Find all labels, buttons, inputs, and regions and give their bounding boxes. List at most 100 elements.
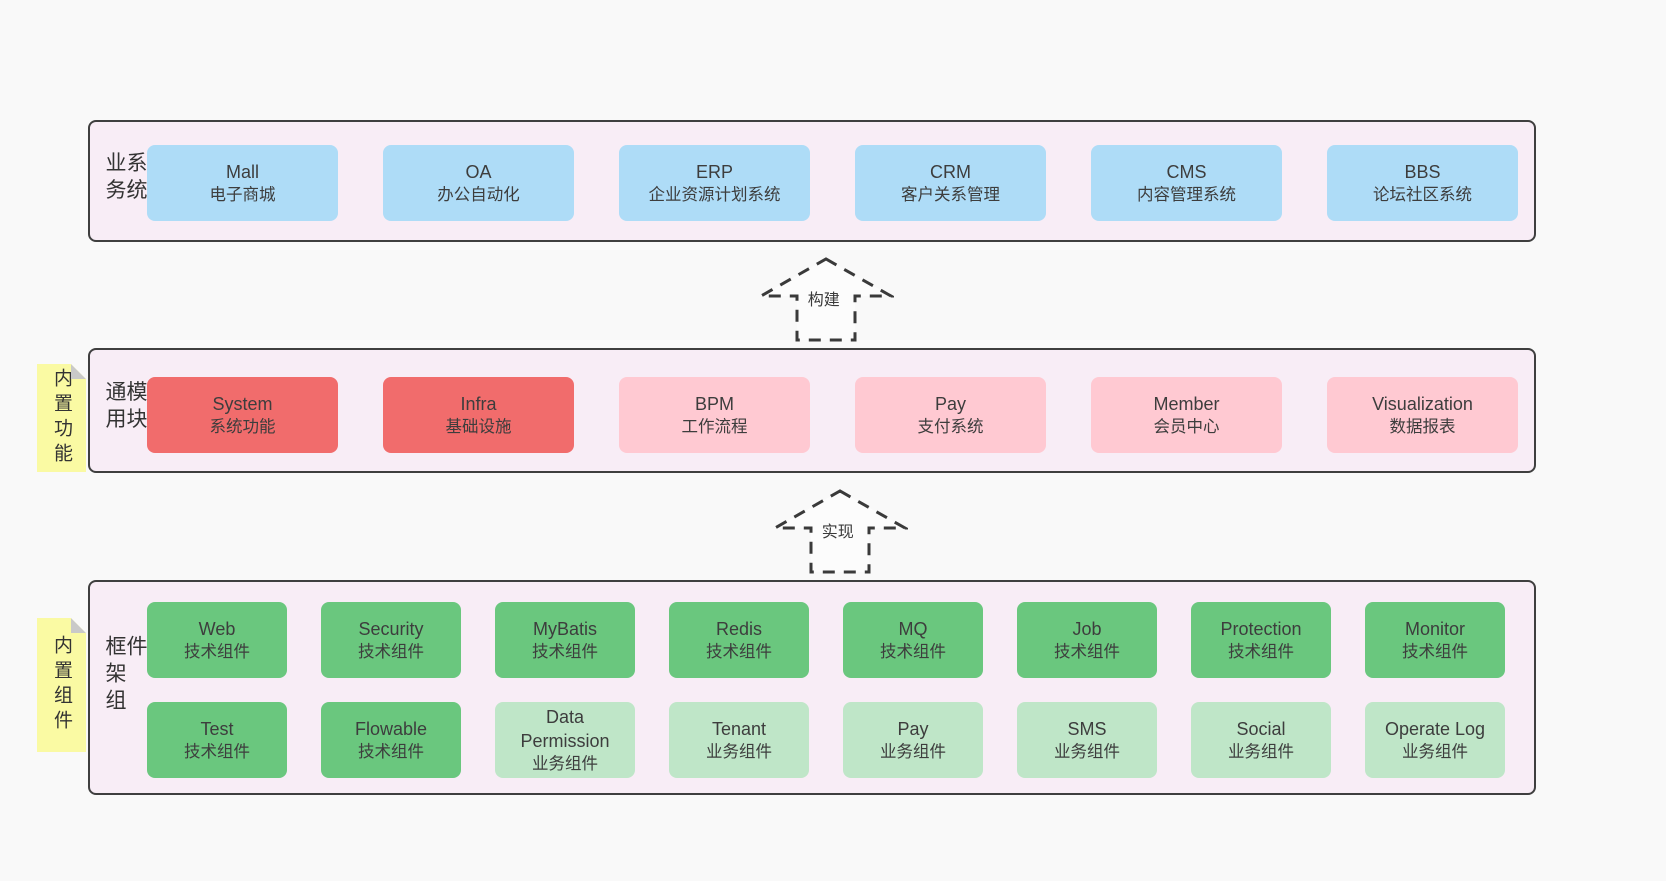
box-subtitle: 技术组件 xyxy=(1228,643,1294,662)
box-subtitle: 业务组件 xyxy=(1228,743,1294,762)
box-title: Flowable xyxy=(354,718,428,739)
box-subtitle: 系统功能 xyxy=(209,418,276,437)
box-title: System xyxy=(212,393,273,414)
box-subtitle: 办公自动化 xyxy=(437,186,520,205)
modules-boxes-row: System 系统功能 Infra 基础设施 BPM 工作流程 Pay 支付系统… xyxy=(147,377,1518,453)
box-subtitle: 技术组件 xyxy=(358,743,424,762)
box-pay-component: Pay 业务组件 xyxy=(843,702,983,778)
box-subtitle: 业务组件 xyxy=(880,743,946,762)
box-title: Job xyxy=(1072,618,1102,639)
box-social: Social 业务组件 xyxy=(1191,702,1331,778)
box-title: ERP xyxy=(695,161,733,182)
box-subtitle: 技术组件 xyxy=(184,743,250,762)
box-subtitle: 技术组件 xyxy=(880,643,946,662)
box-title: BPM xyxy=(694,393,734,414)
box-visualization: Visualization 数据报表 xyxy=(1327,377,1518,453)
box-title: CMS xyxy=(1166,161,1207,182)
box-mybatis: MyBatis 技术组件 xyxy=(495,602,635,678)
box-title: Mall xyxy=(225,161,259,182)
sticky-note-text: 内置功能 xyxy=(51,368,72,468)
box-title: Test xyxy=(200,718,234,739)
box-erp: ERP 企业资源计划系统 xyxy=(619,145,810,221)
box-tenant: Tenant 业务组件 xyxy=(669,702,809,778)
box-web: Web 技术组件 xyxy=(147,602,287,678)
common-modules-label: 通用模块 xyxy=(103,380,147,435)
box-subtitle: 客户关系管理 xyxy=(901,186,1000,205)
business-systems-label: 业务系统 xyxy=(103,151,147,206)
sticky-fold-corner xyxy=(71,618,86,633)
box-security: Security 技术组件 xyxy=(321,602,461,678)
box-title: OA xyxy=(465,161,492,182)
box-subtitle: 数据报表 xyxy=(1389,418,1456,437)
build-arrow: 构建 xyxy=(758,256,894,342)
implement-arrow-label: 实现 xyxy=(818,522,857,544)
box-subtitle: 技术组件 xyxy=(706,643,772,662)
box-redis: Redis 技术组件 xyxy=(669,602,809,678)
box-subtitle: 技术组件 xyxy=(532,643,598,662)
box-subtitle: 技术组件 xyxy=(358,643,424,662)
box-subtitle: 支付系统 xyxy=(917,418,984,437)
sticky-fold-corner xyxy=(71,364,86,379)
box-subtitle: 业务组件 xyxy=(1402,743,1468,762)
box-title: MQ xyxy=(898,618,928,639)
box-pay-module: Pay 支付系统 xyxy=(855,377,1046,453)
build-arrow-label: 构建 xyxy=(804,290,843,312)
box-subtitle: 业务组件 xyxy=(706,743,772,762)
box-title: Infra xyxy=(460,393,497,414)
common-modules-panel: 通用模块 System 系统功能 Infra 基础设施 BPM 工作流程 Pay… xyxy=(88,348,1536,473)
box-job: Job 技术组件 xyxy=(1017,602,1157,678)
box-bbs: BBS 论坛社区系统 xyxy=(1327,145,1518,221)
box-subtitle: 业务组件 xyxy=(1054,743,1120,762)
box-sms: SMS 业务组件 xyxy=(1017,702,1157,778)
box-title: Member xyxy=(1153,393,1220,414)
sticky-note-text: 内置组件 xyxy=(51,635,72,735)
box-title: Tenant xyxy=(711,718,767,739)
framework-components-panel: 框架组件 Web 技术组件 Security 技术组件 MyBatis 技术组件… xyxy=(88,580,1536,795)
box-title: Web xyxy=(198,618,236,639)
box-title: Data Permission xyxy=(520,706,610,751)
box-mq: MQ 技术组件 xyxy=(843,602,983,678)
box-data-permission: Data Permission 业务组件 xyxy=(495,702,635,778)
box-monitor: Monitor 技术组件 xyxy=(1365,602,1505,678)
business-boxes-row: Mall 电子商城 OA 办公自动化 ERP 企业资源计划系统 CRM 客户关系… xyxy=(147,145,1518,221)
business-systems-panel: 业务系统 Mall 电子商城 OA 办公自动化 ERP 企业资源计划系统 CRM… xyxy=(88,120,1536,242)
box-subtitle: 工作流程 xyxy=(681,418,748,437)
box-subtitle: 内容管理系统 xyxy=(1137,186,1236,205)
box-subtitle: 业务组件 xyxy=(532,755,598,774)
box-infra: Infra 基础设施 xyxy=(383,377,574,453)
components-row-1: Web 技术组件 Security 技术组件 MyBatis 技术组件 Redi… xyxy=(147,602,1505,678)
sticky-note-built-in-features: 内置功能 xyxy=(37,364,86,472)
box-crm: CRM 客户关系管理 xyxy=(855,145,1046,221)
box-subtitle: 电子商城 xyxy=(209,186,276,205)
box-title: SMS xyxy=(1067,718,1107,739)
box-subtitle: 会员中心 xyxy=(1153,418,1220,437)
box-test: Test 技术组件 xyxy=(147,702,287,778)
box-title: MyBatis xyxy=(532,618,597,639)
box-protection: Protection 技术组件 xyxy=(1191,602,1331,678)
framework-components-label: 框架组件 xyxy=(103,634,147,716)
box-mall: Mall 电子商城 xyxy=(147,145,338,221)
box-member: Member 会员中心 xyxy=(1091,377,1282,453)
box-subtitle: 技术组件 xyxy=(1402,643,1468,662)
box-title: Pay xyxy=(934,393,967,414)
box-title: CRM xyxy=(930,161,971,182)
box-flowable: Flowable 技术组件 xyxy=(321,702,461,778)
box-oa: OA 办公自动化 xyxy=(383,145,574,221)
box-title: Redis xyxy=(715,618,763,639)
box-title: Social xyxy=(1236,718,1286,739)
box-subtitle: 企业资源计划系统 xyxy=(648,186,781,205)
box-subtitle: 论坛社区系统 xyxy=(1373,186,1472,205)
box-subtitle: 技术组件 xyxy=(1054,643,1120,662)
box-cms: CMS 内容管理系统 xyxy=(1091,145,1282,221)
components-row-2: Test 技术组件 Flowable 技术组件 Data Permission … xyxy=(147,702,1505,778)
box-title: BBS xyxy=(1404,161,1441,182)
implement-arrow: 实现 xyxy=(772,488,908,574)
box-title: Visualization xyxy=(1372,393,1473,414)
box-title: Pay xyxy=(897,718,929,739)
box-title: Security xyxy=(358,618,424,639)
box-title: Monitor xyxy=(1404,618,1466,639)
sticky-note-built-in-components: 内置组件 xyxy=(37,618,86,752)
box-subtitle: 基础设施 xyxy=(445,418,512,437)
box-operate-log: Operate Log 业务组件 xyxy=(1365,702,1505,778)
box-system: System 系统功能 xyxy=(147,377,338,453)
